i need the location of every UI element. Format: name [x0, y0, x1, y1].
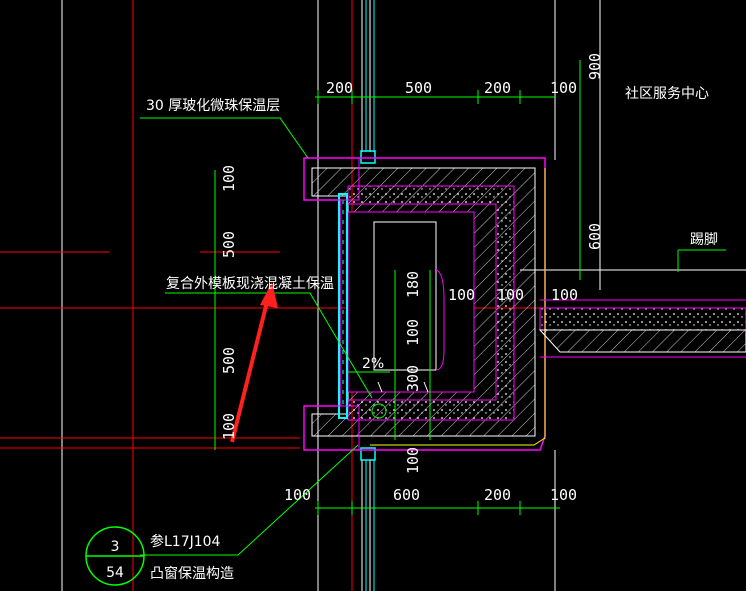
dim-top-4: 100	[550, 79, 577, 97]
dim-left-3: 500	[220, 347, 238, 374]
floor-slab	[539, 307, 746, 331]
dim-right-600: 600	[586, 223, 604, 250]
window-glass	[360, 0, 376, 591]
dim-mid-100c: 100	[551, 286, 578, 304]
detail-sheet: 54	[106, 565, 124, 581]
dimension-lines	[214, 60, 581, 515]
detail-number: 3	[111, 539, 120, 555]
dim-top-3: 200	[484, 79, 511, 97]
dim-top-2: 500	[405, 79, 432, 97]
dim-left-2: 500	[220, 231, 238, 258]
label-slope: 2%	[362, 356, 384, 372]
dim-top-1: 200	[326, 79, 353, 97]
label-insulation-30: 30 厚玻化微珠保温层	[146, 98, 280, 114]
cavity	[347, 211, 475, 393]
yellow-outline	[370, 168, 546, 446]
dim-left-4: 100	[220, 413, 238, 440]
dim-bottom-3: 200	[484, 486, 511, 504]
frame-top	[360, 150, 376, 164]
dim-inner-180: 180	[404, 271, 422, 298]
dimension-texts: 200 500 200 100 100 600 200 100 100 500 …	[220, 53, 604, 504]
bay-window-structure	[303, 157, 746, 451]
red-arrow	[230, 282, 278, 443]
leader-lines	[140, 117, 726, 556]
label-community-center: 社区服务中心	[625, 86, 709, 102]
dim-mid-100a: 100	[448, 286, 475, 304]
dim-left-1: 100	[220, 165, 238, 192]
inner-panel	[373, 221, 437, 371]
drip-mark	[371, 403, 387, 419]
detail-ref-symbol: 3 54	[85, 526, 145, 586]
dim-bottom-1: 100	[284, 486, 311, 504]
dim-mid-100b: 100	[497, 286, 524, 304]
label-skirting: 踢脚	[690, 232, 718, 248]
glass-panel	[338, 193, 348, 419]
dim-inner-100: 100	[404, 319, 422, 346]
slab-concrete	[538, 329, 746, 353]
label-composite-formwork: 复合外模板现浇混凝土保温	[166, 275, 334, 292]
dim-inner-300: 300	[404, 365, 422, 392]
label-detail-title: 凸窗保温构造	[150, 565, 234, 582]
dim-bottom-2: 600	[393, 486, 420, 504]
dim-bottom-100-vertical: 100	[404, 447, 422, 474]
annotations: 30 厚玻化微珠保温层 社区服务中心 踢脚 复合外模板现浇混凝土保温 2% 参L…	[146, 86, 718, 582]
dim-bottom-4: 100	[550, 486, 577, 504]
label-ref-code: 参L17J104	[150, 533, 221, 550]
dim-right-900: 900	[586, 53, 604, 80]
frame-bottom	[360, 447, 376, 461]
inner-curve	[435, 269, 445, 371]
